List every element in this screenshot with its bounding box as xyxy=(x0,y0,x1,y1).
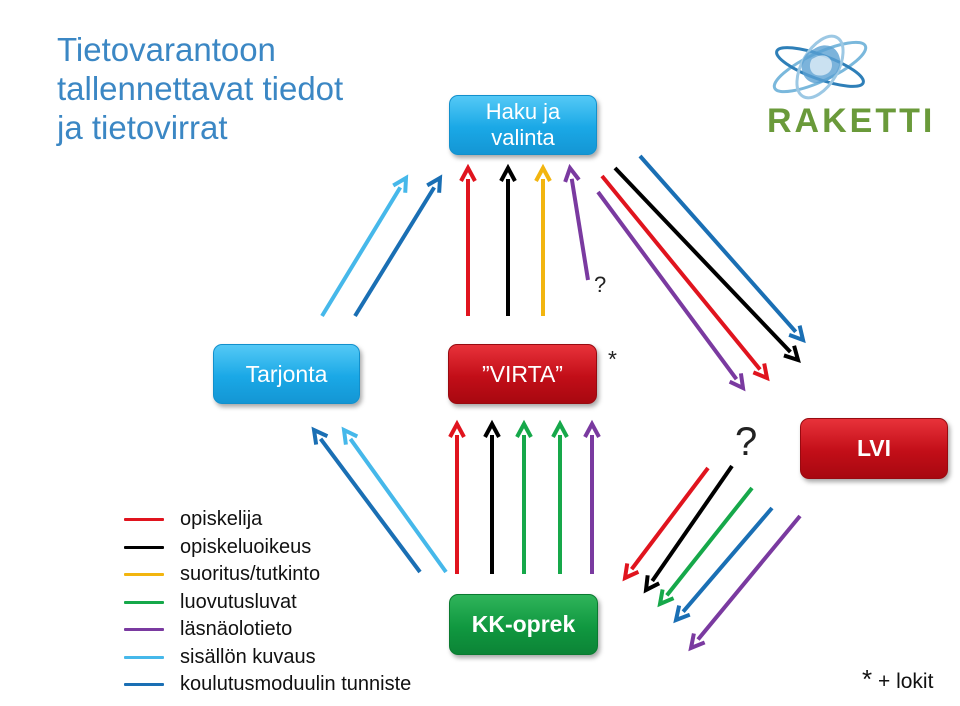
legend-line xyxy=(124,683,164,686)
flow-arrow xyxy=(673,506,774,624)
flow-arrow xyxy=(483,419,501,574)
flow-arrow xyxy=(534,163,552,316)
legend-line xyxy=(124,655,164,659)
legend-line xyxy=(124,545,164,549)
flow-arrow xyxy=(596,190,746,392)
flow-arrow xyxy=(688,514,802,652)
flow-arrow xyxy=(448,419,466,574)
flow-arrow xyxy=(311,426,422,574)
title-line-3: ja tietovirrat xyxy=(57,109,228,146)
flow-arrow xyxy=(515,419,533,574)
legend-label: sisällön kuvaus xyxy=(180,645,316,668)
legend-label: suoritus/tutkinto xyxy=(180,563,321,585)
title-line-1: Tietovarantoon xyxy=(57,31,276,68)
lvi-box: LVI xyxy=(800,418,948,479)
haku-ja-valinta-box: Haku ja valinta xyxy=(449,95,597,155)
legend-line xyxy=(124,518,164,521)
asterisk-mark: * xyxy=(608,346,617,372)
legend-label: koulutusmoduulin tunniste xyxy=(180,673,412,695)
flow-arrow xyxy=(583,419,601,574)
legend-label: opiskeluoikeus xyxy=(180,535,312,558)
raketti-logo-text: RAKETTI xyxy=(767,102,936,140)
footnote-star: * xyxy=(862,664,873,694)
flow-arrow xyxy=(657,486,754,608)
flow-arrow xyxy=(320,174,409,318)
page-title: Tietovarantoon tallennettavat tiedot ja … xyxy=(57,30,437,147)
legend-label: läsnäolotieto xyxy=(180,618,293,640)
flow-arrow xyxy=(341,426,448,574)
flow-arrow xyxy=(622,466,710,582)
flow-arrow xyxy=(638,154,806,344)
flow-arrow xyxy=(563,163,590,281)
flow-arrow xyxy=(499,163,517,316)
legend-line xyxy=(124,628,164,631)
legend-label: luovutusluvat xyxy=(180,590,297,613)
title-line-2: tallennettavat tiedot xyxy=(57,70,344,107)
virta-label: ”VIRTA” xyxy=(482,360,563,387)
lvi-label: LVI xyxy=(856,435,892,461)
haku-label-line-1: Haku ja xyxy=(485,99,561,124)
raketti-logo-icon xyxy=(772,34,868,100)
flow-arrow xyxy=(459,163,477,316)
question-mark-top: ? xyxy=(594,272,607,297)
question-mark-right: ? xyxy=(735,420,758,464)
footnote-text: + lokit xyxy=(877,670,934,693)
legend-line xyxy=(124,573,164,576)
kk-oprek-label: KK-oprek xyxy=(471,611,576,637)
flow-arrow xyxy=(353,174,443,318)
flow-arrow xyxy=(643,464,734,594)
flow-arrow xyxy=(600,174,770,382)
legend-label: opiskelija xyxy=(180,508,263,530)
footnote-lokit: * + lokit xyxy=(862,664,933,695)
flow-arrow xyxy=(551,419,569,574)
tarjonta-label: Tarjonta xyxy=(245,360,328,387)
flow-arrow xyxy=(613,166,801,364)
tarjonta-box: Tarjonta xyxy=(213,344,360,404)
virta-box: ”VIRTA” xyxy=(448,344,597,404)
legend-line xyxy=(124,600,164,604)
haku-label-line-2: valinta xyxy=(491,125,555,150)
kk-oprek-box: KK-oprek xyxy=(449,594,598,655)
